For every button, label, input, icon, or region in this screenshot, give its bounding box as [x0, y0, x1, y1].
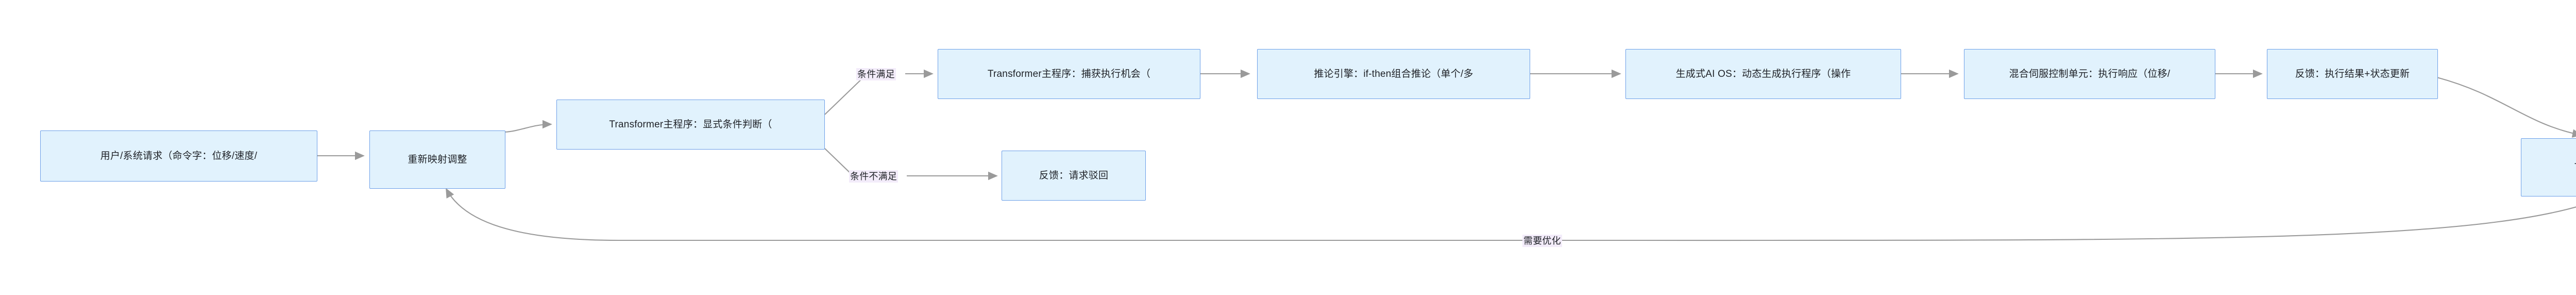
node-user-request[interactable]: 用户/系统请求（命令字：位移/速度/ [40, 130, 317, 182]
edge-label-condition-unmet: 条件不满足 [849, 170, 898, 183]
node-label: 混合伺服控制单元：执行响应（位移/ [2009, 68, 2171, 79]
node-capture-execution-opportunity[interactable]: Transformer主程序：捕获执行机会（ [938, 49, 1200, 99]
edge-optimize-to-remap [446, 188, 1587, 241]
edge-judge-to-capture [824, 75, 866, 115]
edge-label-need-optimize: 需要优化 [1522, 235, 1562, 247]
node-label: 用户/系统请求（命令字：位移/速度/ [100, 150, 258, 161]
node-feedback-request-rejected[interactable]: 反馈：请求驳回 [1002, 151, 1146, 201]
node-hybrid-servo-control-unit[interactable]: 混合伺服控制单元：执行响应（位移/ [1964, 49, 2215, 99]
node-label: Transformer主程序：更新条件/机会状 [2574, 161, 2576, 174]
node-label: 生成式AI OS：动态生成执行程序（操作 [1675, 68, 1851, 79]
node-label: 推论引擎：if-then组合推论（单个/多 [1314, 68, 1473, 79]
node-label: 反馈：执行结果+状态更新 [2295, 68, 2410, 79]
edge-update-to-remap-optimize [1540, 206, 2576, 241]
node-remap-adjust[interactable]: 重新映射调整 [369, 130, 505, 189]
node-inference-engine[interactable]: 推论引擎：if-then组合推论（单个/多 [1257, 49, 1530, 99]
node-label: 反馈：请求驳回 [1039, 170, 1109, 181]
node-explicit-condition-judgement[interactable]: Transformer主程序：显式条件判断（ [556, 100, 825, 150]
node-feedback-result-state[interactable]: 反馈：执行结果+状态更新 [2267, 49, 2438, 99]
edge-label-condition-met: 条件满足 [856, 68, 896, 80]
edge-remap-to-judge [504, 120, 552, 133]
node-label: Transformer主程序：捕获执行机会（ [987, 68, 1151, 79]
node-label: Transformer主程序：显式条件判断（ [609, 119, 772, 130]
node-generative-ai-os[interactable]: 生成式AI OS：动态生成执行程序（操作 [1625, 49, 1901, 99]
node-update-condition-opportunity[interactable]: Transformer主程序：更新条件/机会状 [2521, 138, 2576, 196]
node-label: 重新映射调整 [408, 154, 467, 165]
edge-judge-to-reject [824, 148, 853, 176]
edge-feedback-to-update [2436, 76, 2576, 138]
